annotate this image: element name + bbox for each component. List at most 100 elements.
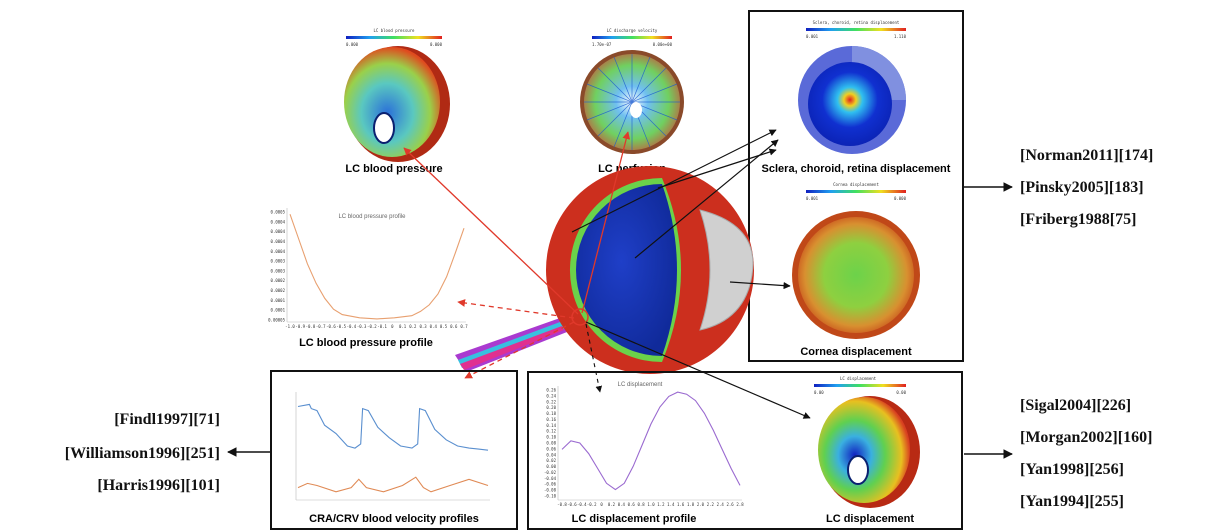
reference: [Yan1998][256] xyxy=(1020,461,1124,478)
x-tick-label: 1.8 xyxy=(687,502,695,507)
scale-max: 1.110 xyxy=(894,34,907,39)
colorbar xyxy=(806,190,906,193)
x-tick-label: -0.5 xyxy=(336,324,346,329)
x-tick-label: 0 xyxy=(600,502,603,507)
lc-blood-pressure-line xyxy=(289,214,465,320)
lc-hole xyxy=(373,112,395,144)
arrow-to-lc-displacement xyxy=(585,321,811,419)
y-tick-label: 0.10 xyxy=(546,435,556,440)
arrow-to-cornea xyxy=(729,281,791,290)
scale-max: 0.000 xyxy=(430,42,443,47)
panel-box-velocity-profiles: CRA/CRV blood velocity profiles xyxy=(270,370,518,530)
x-tick-label: 0.2 xyxy=(608,502,616,507)
y-tick-label: 0.0005 xyxy=(271,210,286,215)
reference: [Norman2011][174] xyxy=(1020,147,1153,164)
reference: [Morgan2002][160] xyxy=(1020,429,1152,446)
x-tick-labels: -1.0-0.9-0.8-0.7-0.6-0.5-0.4-0.3-0.2-0.1… xyxy=(285,324,468,329)
references-top-right: [Norman2011][174] [Pinsky2005][183] [Fri… xyxy=(1020,147,1153,228)
x-tick-label: -0.2 xyxy=(367,324,377,329)
x-tick-label: -0.8 xyxy=(557,502,567,507)
reference: [Yan1994][255] xyxy=(1020,493,1124,510)
chart-legend: LC blood pressure profile xyxy=(338,214,406,220)
crv-velocity-line xyxy=(297,476,489,493)
panel-lc-perfusion: LC discharge velocity 1.70e-07 0.00e+00 … xyxy=(580,28,684,175)
scale-max: 0.00e+00 xyxy=(653,42,673,47)
optic-nerve-vessel-2 xyxy=(460,326,564,370)
y-tick-label: 0.26 xyxy=(546,388,556,393)
scale-min: 0.001 xyxy=(806,34,819,39)
references-bottom-right: [Sigal2004][226] [Morgan2002][160] [Yan1… xyxy=(1020,397,1152,510)
reference: [Harris1996][101] xyxy=(97,477,220,494)
cornea-disc xyxy=(798,217,914,333)
y-tick-label: 0.0004 xyxy=(271,229,286,234)
x-tick-label: 0.8 xyxy=(637,502,645,507)
perfusion-streamlines xyxy=(584,54,680,150)
y-tick-label: 0.00005 xyxy=(268,318,285,323)
y-tick-label: 0.04 xyxy=(546,452,556,457)
x-tick-label: 1.2 xyxy=(657,502,665,507)
panel-box-sclera-cornea: Sclera, choroid, retina displacement 0.0… xyxy=(748,10,964,362)
x-tick-label: 1.4 xyxy=(667,502,675,507)
arrow-to-bp-profile xyxy=(457,299,575,319)
caption-lc-displacement: LC displacement xyxy=(826,513,914,525)
arrow-to-sclera-3 xyxy=(657,148,777,189)
x-tick-label: 1.0 xyxy=(647,502,655,507)
box-border xyxy=(748,10,964,362)
colorbar xyxy=(346,36,442,39)
box-border xyxy=(527,371,963,530)
y-tick-label: 0.0003 xyxy=(271,259,286,264)
caption-cra-crv: CRA/CRV blood velocity profiles xyxy=(309,513,479,525)
reference: [Sigal2004][226] xyxy=(1020,397,1131,414)
colorbar xyxy=(592,36,672,39)
x-tick-label: 2.6 xyxy=(726,502,734,507)
x-tick-label: -0.4 xyxy=(347,324,357,329)
y-tick-label: 0.14 xyxy=(546,423,556,428)
y-tick-label: 0.08 xyxy=(546,441,556,446)
lc-blood-pressure-header: LC blood pressure xyxy=(374,28,416,33)
x-tick-label: 2.0 xyxy=(697,502,705,507)
cornea-header: Cornea displacement xyxy=(833,182,879,187)
y-tick-label: -0.02 xyxy=(544,470,557,475)
y-tick-label: 0.22 xyxy=(546,399,556,404)
caption-lc-blood-pressure-profile: LC blood pressure profile xyxy=(299,337,433,349)
arrow-to-lc-blood-pressure xyxy=(403,147,579,315)
chart-legend: LC displacement xyxy=(618,382,663,388)
x-tick-label: 0.6 xyxy=(450,324,458,329)
reference: [Findl1997][71] xyxy=(114,411,220,428)
x-tick-label: -0.3 xyxy=(357,324,367,329)
chart-lc-blood-pressure-profile: LC blood pressure profile 0.0005 0.0004 0.… xyxy=(268,208,468,349)
scale-min: 0.000 xyxy=(346,42,359,47)
caption-lc-blood-pressure: LC blood pressure xyxy=(345,163,442,175)
sclera-inner xyxy=(808,62,892,146)
x-tick-label: -0.1 xyxy=(377,324,387,329)
lc-displacement-line xyxy=(561,391,741,491)
y-tick-label: 0.00 xyxy=(546,464,556,469)
arrow-to-velocity-profiles xyxy=(464,321,575,379)
colorbar xyxy=(806,28,906,31)
x-tick-label: -0.7 xyxy=(316,324,326,329)
x-tick-label: 2.2 xyxy=(707,502,715,507)
lc-disc xyxy=(344,47,440,157)
x-tick-label: 0.5 xyxy=(440,324,448,329)
x-tick-label: 0.6 xyxy=(628,502,636,507)
eye-retina xyxy=(576,184,677,356)
y-tick-label: 0.0002 xyxy=(271,278,286,283)
y-tick-label: 0.12 xyxy=(546,429,556,434)
perfusion-hole xyxy=(630,102,642,118)
scale-min: 0.00 xyxy=(814,390,824,395)
lc-displacement-header: LC displacement xyxy=(840,376,877,381)
y-tick-label: 0.16 xyxy=(546,417,556,422)
arrows xyxy=(227,129,1013,459)
y-tick-label: -0.04 xyxy=(544,476,557,481)
scale-min: 0.001 xyxy=(806,196,819,201)
x-tick-label: 0.3 xyxy=(419,324,427,329)
x-tick-label: -0.8 xyxy=(306,324,316,329)
x-tick-label: 2.4 xyxy=(717,502,725,507)
lc-displacement-disc xyxy=(818,397,910,503)
y-tick-labels: 0.00050.00040.00040.00040.00040.00030.00… xyxy=(268,210,285,323)
references-left: [Findl1997][71] [Williamson1996][251] [H… xyxy=(65,411,220,494)
reference: [Williamson1996][251] xyxy=(65,445,220,462)
x-tick-label: 0.1 xyxy=(399,324,407,329)
